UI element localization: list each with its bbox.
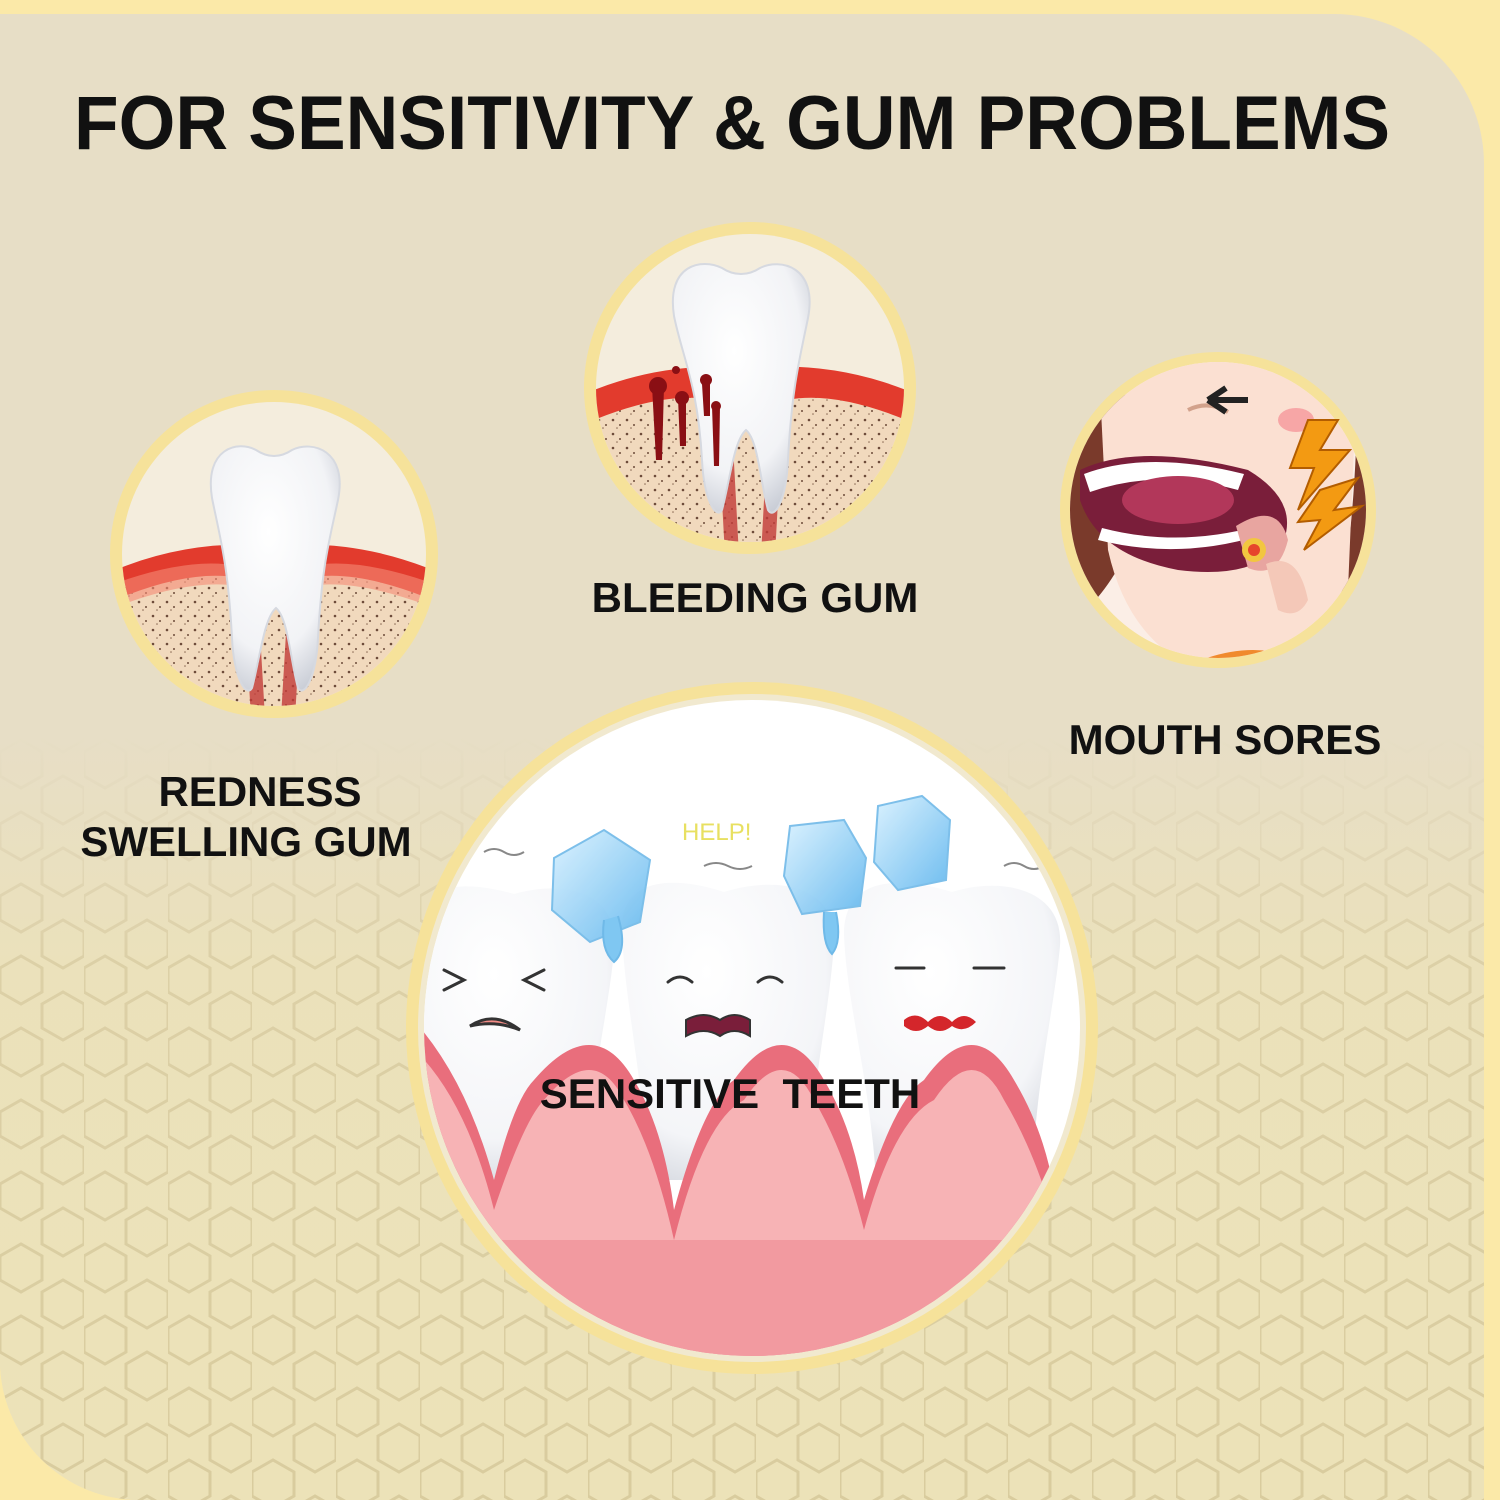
redness-gum-illustration <box>108 388 440 720</box>
lightning-icon <box>1288 419 1366 551</box>
sensitive-teeth-illustration: HELP! <box>404 680 1100 1376</box>
swelling-gum-label: SWELLING GUM <box>80 818 412 865</box>
tooth-icon <box>209 445 341 692</box>
bleeding-gum-label: BLEEDING GUM <box>591 574 919 621</box>
blood-drop-icon <box>649 366 721 466</box>
mouth-sores-illustration <box>1058 350 1378 670</box>
sensitive-teeth-label: SENSITIVE TEETH <box>539 1070 921 1117</box>
help-text: HELP! <box>682 819 751 846</box>
page-title: FOR SENSITIVITY & GUM PROBLEMS <box>74 81 1391 166</box>
mouth-sores-label: MOUTH SORES <box>1068 716 1382 763</box>
bleeding-gum-illustration <box>582 220 918 556</box>
tooth-icon <box>671 262 811 514</box>
redness-label: REDNESS <box>158 768 362 815</box>
ice-cube-icon <box>550 794 952 964</box>
